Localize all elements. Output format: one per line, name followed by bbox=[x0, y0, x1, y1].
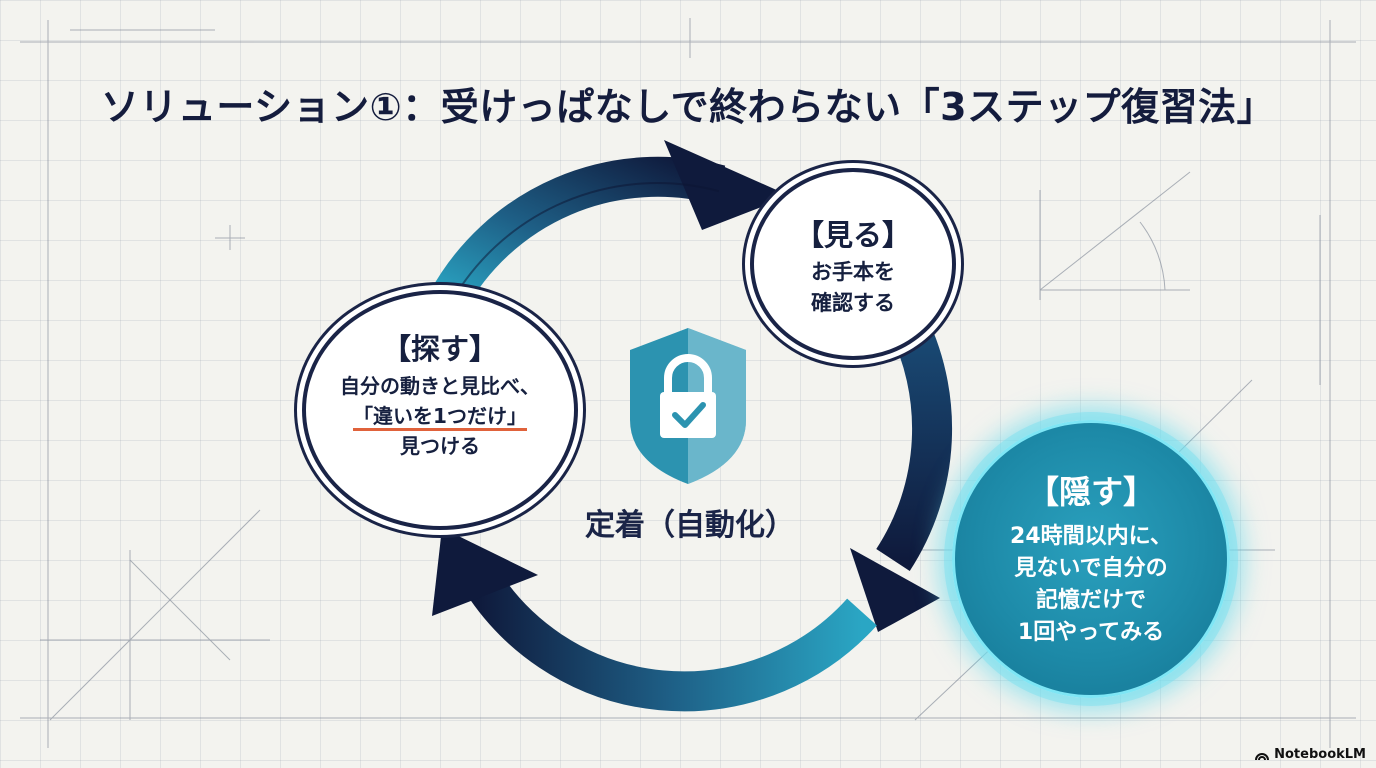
step-kakusu-title: 【隠す】 bbox=[1026, 473, 1155, 511]
step-mieru-title: 【見る】 bbox=[794, 218, 911, 252]
arrow-head-to-mieru bbox=[664, 140, 790, 230]
step-kakusu-body: 24時間以内に、 見ないで自分の 記憶だけで 1回やってみる bbox=[955, 521, 1227, 649]
notebooklm-logo-icon bbox=[1255, 752, 1270, 760]
brand-watermark: NotebookLM bbox=[1254, 747, 1366, 762]
arrow-kakusu-to-sagasu bbox=[460, 564, 877, 712]
step-sagasu-title: 【探す】 bbox=[381, 332, 498, 366]
step-sagasu-highlight: 「違いを1つだけ」 bbox=[353, 404, 527, 431]
step-kakusu-node: 【隠す】 24時間以内に、 見ないで自分の 記憶だけで 1回やってみる bbox=[952, 420, 1230, 698]
step-sagasu-line: 自分の動きと見比べ、 bbox=[340, 373, 540, 398]
center-label: 定着（自動化） bbox=[585, 508, 795, 543]
step-sagasu-body: 自分の動きと見比べ、 「違いを1つだけ」 見つける bbox=[306, 371, 574, 461]
step-kakusu-line: 1回やってみる bbox=[1017, 620, 1165, 646]
arrow-head-to-kakusu bbox=[850, 548, 940, 632]
step-mieru-node: 【見る】 お手本を 確認する bbox=[750, 168, 956, 360]
arrow-head-to-sagasu bbox=[432, 528, 538, 616]
step-kakusu-line: 24時間以内に、 bbox=[1010, 524, 1172, 550]
shield-lock-check-icon bbox=[630, 328, 746, 484]
page-title: ソリューション①：受けっぱなしで終わらない「3ステップ復習法」 bbox=[100, 85, 1276, 129]
arrow-sagasu-to-mieru bbox=[429, 156, 726, 312]
step-mieru-line: 確認する bbox=[811, 291, 895, 316]
step-kakusu-line: 記憶だけで bbox=[1035, 588, 1146, 614]
step-sagasu-node: 【探す】 自分の動きと見比べ、 「違いを1つだけ」 見つける bbox=[302, 290, 578, 530]
cycle-arrows bbox=[429, 140, 953, 712]
step-sagasu-line: 見つける bbox=[400, 433, 480, 458]
step-mieru-line: お手本を bbox=[811, 259, 895, 284]
step-kakusu-line: 見ないで自分の bbox=[1014, 556, 1168, 582]
brand-name: NotebookLM bbox=[1274, 747, 1366, 762]
arrow-mieru-to-kakusu bbox=[876, 308, 953, 571]
step-mieru-body: お手本を 確認する bbox=[754, 257, 952, 320]
